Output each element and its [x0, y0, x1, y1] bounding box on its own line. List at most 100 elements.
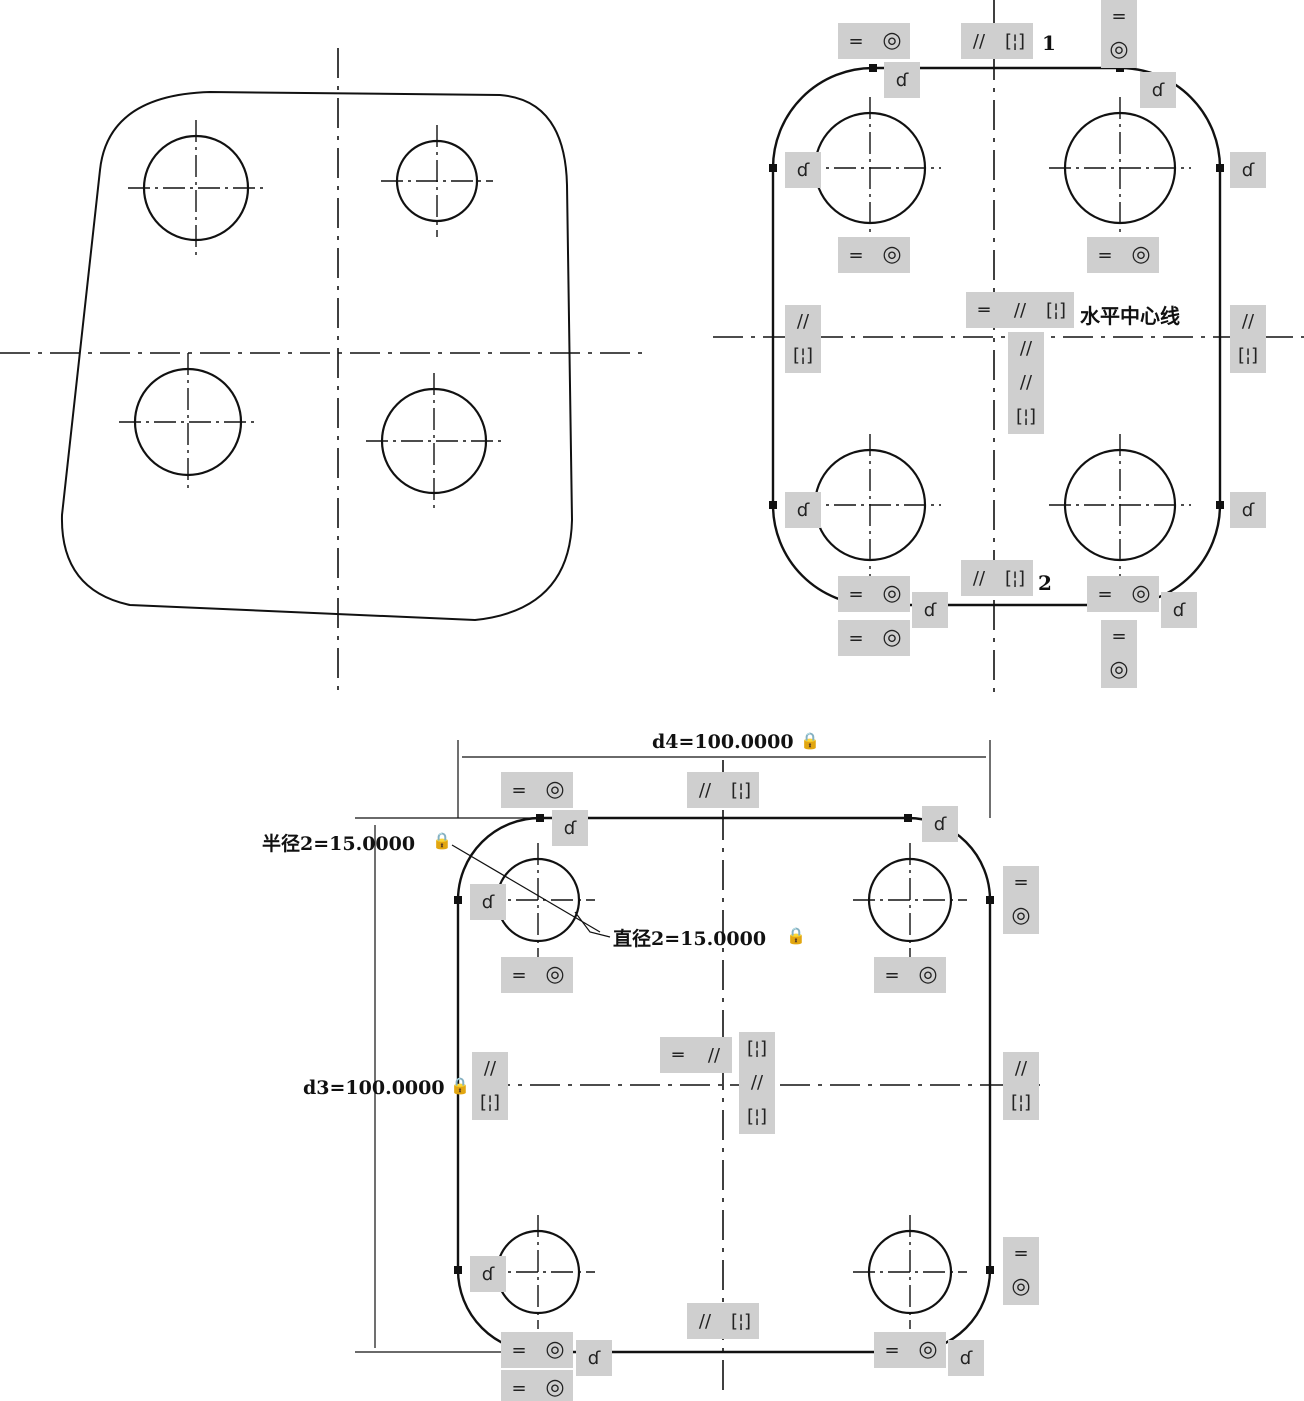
constraint-badge[interactable]: ɗ: [470, 1256, 506, 1292]
parallel-icon: //: [708, 1045, 721, 1066]
parallel-icon: //: [751, 1072, 764, 1093]
constraint-badge[interactable]: ɗ: [1230, 152, 1266, 188]
constraint-badge[interactable]: ɗ: [1230, 492, 1266, 528]
constraint-badge[interactable]: //[¦]: [961, 560, 1033, 596]
tangent-icon: ɗ: [896, 70, 909, 91]
equal-icon: =: [848, 628, 863, 649]
constraint-badge[interactable]: =◎: [874, 957, 946, 993]
tangent-icon: ɗ: [1242, 500, 1255, 521]
tangent-icon: ɗ: [1173, 600, 1186, 621]
constraint-badge[interactable]: ɗ: [922, 806, 958, 842]
constraint-badge[interactable]: //[¦]: [785, 305, 821, 373]
badge-background: [838, 576, 910, 612]
constraint-badge[interactable]: =◎: [501, 1370, 573, 1401]
constraint-badge[interactable]: //[¦]: [687, 772, 759, 808]
tangent-icon: ɗ: [934, 814, 947, 835]
symmetric-icon: [¦]: [731, 1311, 751, 1332]
badge-background: [1140, 72, 1176, 108]
tangent-icon: ɗ: [1152, 80, 1165, 101]
badge-background: [1003, 1237, 1039, 1305]
badge-background: [739, 1032, 775, 1134]
constraint-badge[interactable]: =◎: [501, 957, 573, 993]
constraint-badge[interactable]: ɗ: [884, 62, 920, 98]
constraint-badge[interactable]: =◎: [838, 620, 910, 656]
constraint-badge[interactable]: =◎: [1003, 866, 1039, 934]
constraint-badge[interactable]: =◎: [838, 237, 910, 273]
equal-icon: =: [1013, 1243, 1028, 1264]
parallel-icon: //: [484, 1058, 497, 1079]
horizontal-icon: ═: [672, 1045, 685, 1066]
equal-icon: =: [848, 584, 863, 605]
equal-icon: =: [884, 1340, 899, 1361]
constraint-badge[interactable]: =◎: [874, 1332, 946, 1368]
tangent-icon: ɗ: [797, 500, 810, 521]
constraint-badge[interactable]: ɗ: [785, 152, 821, 188]
equal-icon: =: [1111, 626, 1126, 647]
constraint-badge[interactable]: =◎: [838, 576, 910, 612]
badge-background: [912, 592, 948, 628]
constraint-badge[interactable]: //[¦]: [961, 23, 1033, 59]
constraint-badge[interactable]: =◎: [1087, 576, 1159, 612]
parallel-icon: //: [1015, 1058, 1028, 1079]
dimension-radius[interactable]: 半径2=15.0000: [262, 832, 415, 855]
constraint-badge[interactable]: ɗ: [912, 592, 948, 628]
constraint-badge[interactable]: ɗ: [470, 884, 506, 920]
constraint-badge[interactable]: =◎: [501, 772, 573, 808]
badge-background: [874, 957, 946, 993]
constraint-badge[interactable]: =◎: [501, 1332, 573, 1368]
concentric-icon: ◎: [545, 962, 564, 987]
constraint-badge[interactable]: =◎: [838, 23, 910, 59]
constraint-badge[interactable]: ɗ: [948, 1340, 984, 1376]
constraint-badge[interactable]: // [¦]: [472, 1052, 508, 1120]
line-label-1: 1: [1042, 31, 1056, 55]
line-label-2: 2: [1038, 571, 1052, 595]
constraint-badge[interactable]: ɗ: [1161, 592, 1197, 628]
dimension-diameter[interactable]: 直径2=15.0000: [613, 927, 766, 950]
badge-background: [1101, 620, 1137, 688]
concentric-icon: ◎: [1109, 37, 1128, 62]
constraint-badge[interactable]: ////[¦]: [1008, 332, 1044, 434]
parallel-icon: //: [1014, 300, 1027, 321]
concentric-icon: ◎: [882, 581, 901, 606]
endpoint-marker: [904, 814, 912, 822]
badge-background: [884, 62, 920, 98]
constraint-badge[interactable]: =◎: [1101, 0, 1137, 68]
constraint-badge[interactable]: ɗ: [1140, 72, 1176, 108]
dimension-d4[interactable]: d4=100.0000: [652, 731, 794, 753]
badge-background: [576, 1340, 612, 1376]
symmetric-icon: [¦]: [480, 1092, 500, 1113]
constraint-badge[interactable]: //[¦]: [1230, 305, 1266, 373]
parallel-icon: //: [699, 1311, 712, 1332]
tangent-icon: ɗ: [482, 892, 495, 913]
concentric-icon: ◎: [545, 1337, 564, 1362]
parallel-icon: //: [973, 31, 986, 52]
hole-circle: [380, 387, 488, 495]
lock-icon: 🔒: [786, 927, 806, 945]
constraint-badge[interactable]: =◎: [1087, 237, 1159, 273]
constraint-badge[interactable]: // [¦]: [687, 1303, 759, 1339]
lock-icon: 🔒: [432, 832, 452, 850]
constraint-badge[interactable]: ═ //: [660, 1037, 732, 1073]
constraint-badge[interactable]: ɗ: [552, 810, 588, 846]
constraint-badge[interactable]: //[¦]: [1003, 1052, 1039, 1120]
endpoint-marker: [769, 501, 777, 509]
equal-icon: =: [884, 965, 899, 986]
constraint-badge[interactable]: =◎: [1003, 1237, 1039, 1305]
badge-background: [838, 23, 910, 59]
badge-background: [838, 620, 910, 656]
badge-background: [1101, 0, 1137, 68]
badge-background: [1003, 1052, 1039, 1120]
leader-line: [451, 844, 601, 933]
badge-background: [472, 1052, 508, 1120]
equal-icon: =: [511, 780, 526, 801]
endpoint-marker: [454, 1266, 462, 1274]
badge-background: [1087, 237, 1159, 273]
constraint-badge[interactable]: [¦]//[¦]: [739, 1032, 775, 1134]
badge-background: [1008, 332, 1044, 434]
constraint-badge[interactable]: ɗ: [785, 492, 821, 528]
dimension-d3[interactable]: d3=100.0000: [303, 1077, 445, 1099]
constraint-badge[interactable]: ɗ: [576, 1340, 612, 1376]
constraint-badge[interactable]: ═//[¦]: [966, 292, 1074, 328]
constraint-badge[interactable]: =◎: [1101, 620, 1137, 688]
